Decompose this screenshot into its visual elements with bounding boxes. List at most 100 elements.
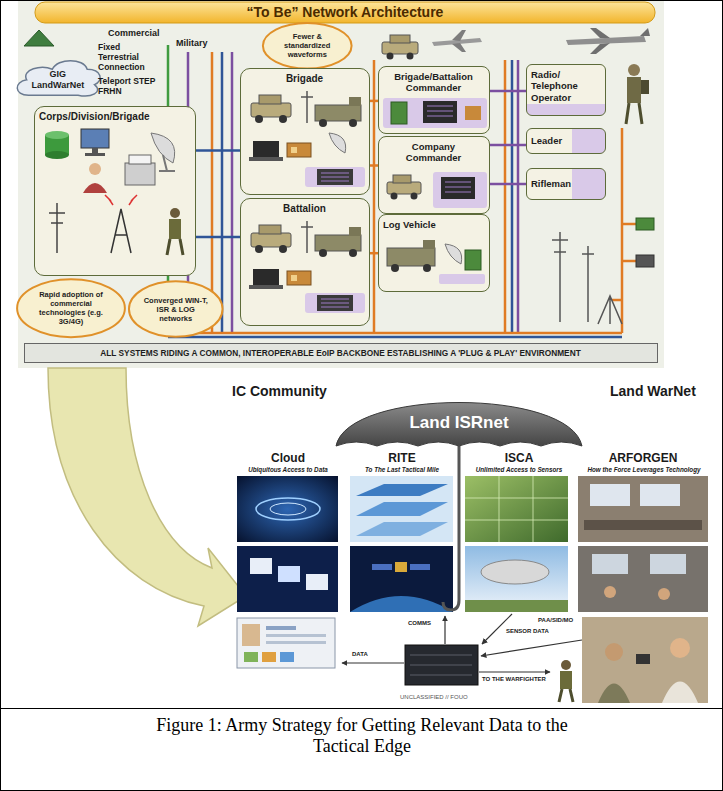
server-icon-part [410,655,472,675]
umbrella-handle [443,446,459,610]
text-stack: Radio/ Telephone Operator [531,69,600,103]
arforgen-images-part [592,554,628,574]
antenna-poles-part [582,246,594,322]
commander-equipment-part [423,101,457,123]
cloud-images-part [237,476,338,542]
screenshot-icon-part [237,618,335,668]
antenna-tower-part [49,203,65,253]
cloud-images-part [306,574,328,590]
dish-icon [329,133,346,153]
operator-figure [83,163,107,193]
cloud-images-part [237,546,338,612]
soldier-figure-part [167,239,183,255]
database-icon [45,131,69,159]
rite-images-part [350,476,453,542]
arforgen-images-part [598,684,630,704]
mast-antenna-part [301,91,313,123]
network-wires-part [517,60,520,333]
node-label: Fewer & standardized waveforms [274,32,340,59]
node-label: Log Vehicle [383,219,484,230]
cloud-images-part [250,558,272,574]
network-wires-part [231,52,234,333]
data-flow-arrows [342,614,582,672]
satellite-dish [151,133,175,171]
network-link [490,183,526,186]
rite-images-part [410,564,430,570]
humvee-icon-part [255,115,263,123]
cell-tower [105,195,137,253]
text-stack: Battalion [245,203,364,215]
humvee-icon-part [390,35,410,43]
screenshot-icon-part [266,641,326,644]
text-stack: ALL SYSTEMS RIDING A COMMON, INTEROPERAB… [28,348,653,358]
free-label: UNCLASSIFIED // FOUO [400,694,500,701]
truck-icon [315,97,361,127]
soldier-box: Radio/ Telephone Operator [526,64,606,116]
mast-antenna [301,91,313,123]
commander-equipment-part [391,102,407,124]
humvee-icon [251,95,291,123]
computer-icon-part [92,148,98,153]
aircraft-icon [432,30,482,52]
tent-icon [24,30,54,46]
humvee-icon-part [255,245,263,253]
soldier-figure [167,208,183,255]
text-stack: Rifleman [531,178,600,189]
terminal-zone [305,293,365,313]
warfighter-figure-part [560,671,572,689]
rite-images-part [395,562,407,572]
soldier-box: Leader [526,128,606,154]
truck-icon [315,227,361,257]
computer-icon-part [81,129,109,148]
isca-images-part [465,546,568,612]
cloud-images-part [270,503,306,515]
humvee-icon-part [251,233,291,247]
truck-icon-part [319,119,327,127]
callout-bubble: Rapid adoption of commercial technologie… [16,278,126,338]
soldier-figure-part [628,64,640,76]
node-label: Brigade [245,73,364,85]
free-label: How the Force Leverages Technology [578,466,710,474]
fax-icon-part [129,155,151,164]
screenshot-icon-part [242,624,260,646]
bubble-shape [17,279,125,337]
terminal-icon-part [321,173,349,181]
free-label: ARFORGEN [578,451,708,465]
antenna-poles [552,232,622,324]
truck-icon-part [319,249,327,257]
arforgen-images-part [605,643,623,661]
uav-icon-part [640,28,650,36]
network-wires-part [504,60,507,333]
humvee-icon-part [279,115,287,123]
cloud-images [237,476,338,612]
soldier-figure [626,64,649,124]
network-link [490,90,526,93]
arforgen-images-part [636,654,650,664]
laptop-icon [249,141,283,161]
arforgen-images-part [604,586,616,598]
free-label: Teleport STEP FRHN [98,76,160,96]
server-icon [405,645,478,685]
text-stack: Leader [531,135,600,146]
vehicle-box: Log Vehicle [378,214,490,292]
bubble-shape [263,23,352,69]
warfighter-figure-part [561,660,571,670]
company-equipment-part [391,192,398,199]
arforgen-images-part [590,484,630,506]
rite-images-part [356,484,448,496]
screenshot-icon [237,618,335,668]
isca-images-part [465,476,568,542]
isca-images [465,476,568,612]
cell-tower-part [111,209,131,253]
company-equipment [383,168,487,208]
commander-equipment-part [465,106,481,120]
company-equipment-part [393,175,411,183]
arforgen-images-part [582,617,708,703]
arforgen-images-part [578,546,708,612]
antenna-poles-part [552,232,568,322]
commander-equipment-part [383,98,487,128]
log-vehicle-equipment-part [391,264,399,272]
radio-panel-part [291,147,297,153]
company-equipment-part [387,182,421,194]
